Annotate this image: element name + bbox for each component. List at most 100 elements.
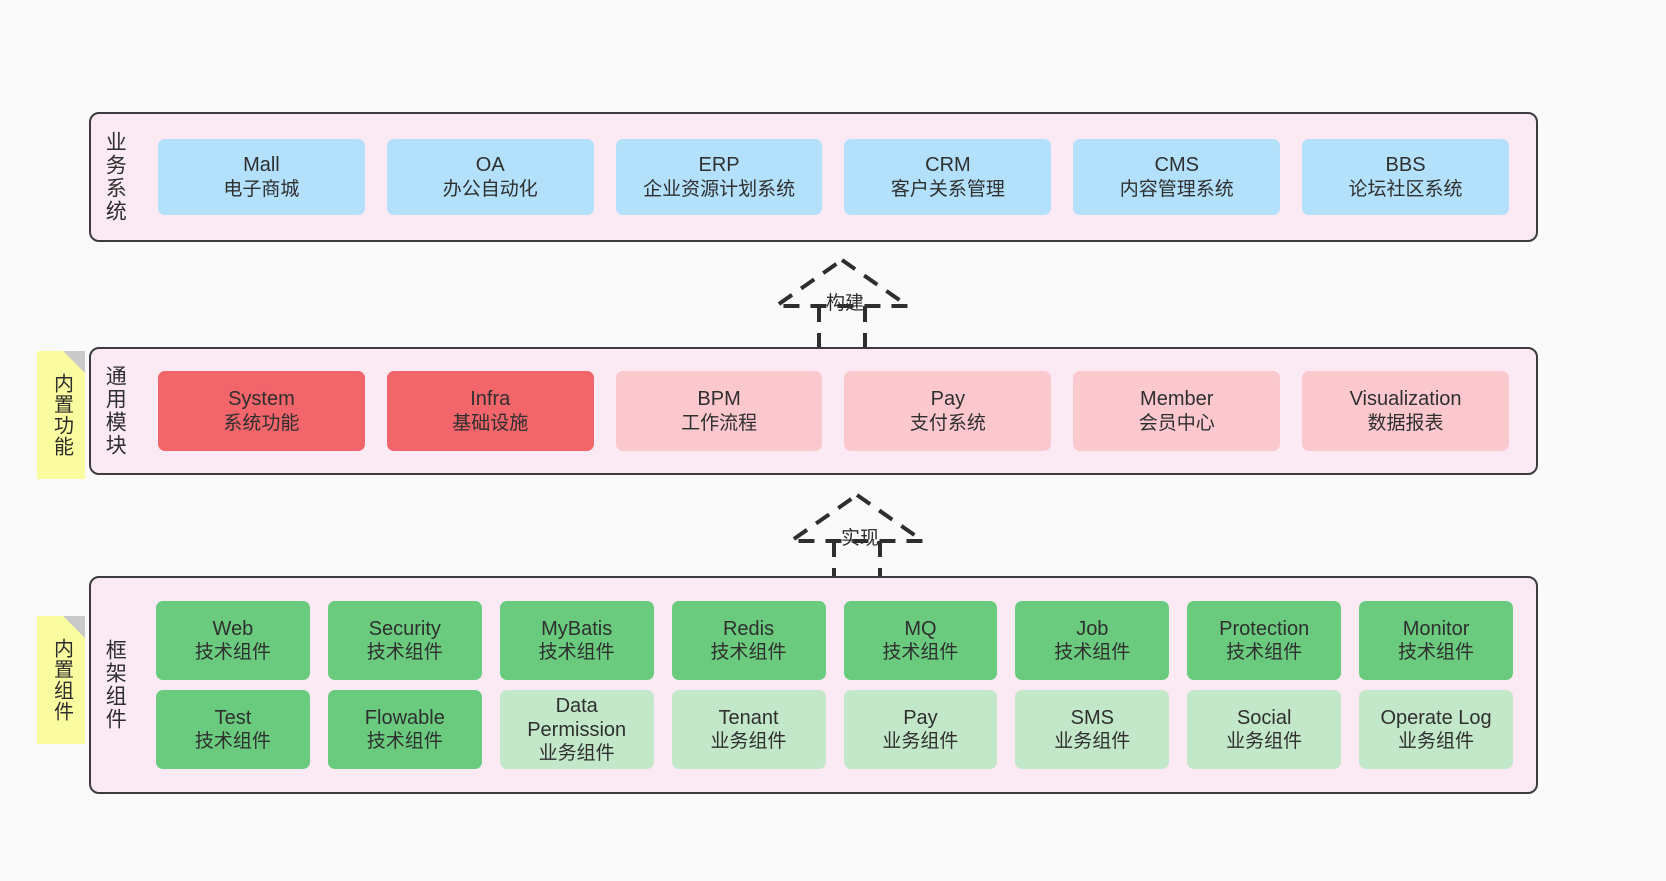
node-title: Redis [722, 617, 775, 640]
node-security[interactable]: Security 技术组件 [327, 601, 482, 680]
node-subtitle: 业务组件 [1054, 731, 1131, 753]
node-title: ERP [698, 154, 740, 177]
node-title: Member [1140, 388, 1214, 411]
layer-framework-component: 框架组件 Web 技术组件 Security 技术组件 MyBatis 技术组件… [89, 576, 1538, 794]
node-subtitle: 数据报表 [1367, 412, 1444, 434]
node-operate-log[interactable]: Operate Log 业务组件 [1359, 690, 1513, 769]
node-title: Operate Log [1380, 706, 1492, 729]
node-oa[interactable]: OA 办公自动化 [386, 139, 594, 215]
node-subtitle: 内容管理系统 [1119, 178, 1234, 200]
node-subtitle: 系统功能 [223, 412, 300, 434]
node-title: MyBatis [541, 617, 613, 640]
node-subtitle: 技术组件 [710, 642, 787, 664]
node-social[interactable]: Social 业务组件 [1187, 690, 1342, 769]
node-subtitle: 企业资源计划系统 [643, 178, 796, 200]
node-web[interactable]: Web 技术组件 [156, 601, 310, 680]
node-crm[interactable]: CRM 客户关系管理 [844, 139, 1052, 215]
node-subtitle: 论坛社区系统 [1348, 178, 1463, 200]
node-title: CMS [1154, 154, 1199, 177]
node-subtitle: 工作流程 [681, 412, 758, 434]
node-redis[interactable]: Redis 技术组件 [671, 601, 826, 680]
node-subtitle: 业务组件 [710, 731, 787, 753]
node-title: Infra [470, 388, 511, 411]
connector-build: 构建 [757, 252, 927, 352]
node-subtitle: 电子商城 [223, 178, 300, 200]
node-subtitle: 技术组件 [366, 731, 443, 753]
node-tenant[interactable]: Tenant 业务组件 [671, 690, 826, 769]
node-subtitle: 技术组件 [366, 642, 443, 664]
node-title: Data Permission [527, 694, 627, 741]
node-pay-module[interactable]: Pay 支付系统 [844, 371, 1052, 451]
node-title: MQ [904, 617, 937, 640]
node-erp[interactable]: ERP 企业资源计划系统 [615, 139, 823, 215]
node-sms[interactable]: SMS 业务组件 [1015, 690, 1170, 769]
node-mall[interactable]: Mall 电子商城 [158, 139, 365, 215]
framework-tech-row: Web 技术组件 Security 技术组件 MyBatis 技术组件 Redi… [147, 601, 1522, 680]
node-subtitle: 支付系统 [909, 412, 986, 434]
node-title: Protection [1219, 617, 1310, 640]
node-title: OA [475, 154, 505, 177]
business-node-row: Mall 电子商城 OA 办公自动化 ERP 企业资源计划系统 CRM 客户关系… [147, 139, 1520, 215]
node-member[interactable]: Member 会员中心 [1073, 371, 1281, 451]
sticky-note-label: 内置组件 [50, 638, 73, 722]
node-title: Tenant [718, 706, 779, 729]
node-cms[interactable]: CMS 内容管理系统 [1073, 139, 1281, 215]
layer-title-business: 业务系统 [103, 131, 127, 223]
sticky-fold-icon [63, 616, 85, 638]
connector-implement: 实现 [772, 487, 942, 587]
connector-implement-label: 实现 [841, 528, 880, 549]
node-infra[interactable]: Infra 基础设施 [386, 371, 594, 451]
node-subtitle: 会员中心 [1138, 412, 1215, 434]
node-title: Web [212, 617, 254, 640]
node-subtitle: 技术组件 [1226, 642, 1303, 664]
node-subtitle: 办公自动化 [442, 178, 538, 200]
node-subtitle: 客户关系管理 [890, 178, 1005, 200]
node-bbs[interactable]: BBS 论坛社区系统 [1302, 139, 1509, 215]
sticky-note-builtin-component: 内置组件 [37, 616, 85, 744]
node-title: Visualization [1349, 388, 1462, 411]
node-monitor[interactable]: Monitor 技术组件 [1359, 601, 1513, 680]
sticky-fold-icon [63, 351, 85, 373]
node-flowable[interactable]: Flowable 技术组件 [327, 690, 482, 769]
node-title: SMS [1070, 706, 1114, 729]
node-test[interactable]: Test 技术组件 [156, 690, 310, 769]
layer-common-module: 通用模块 System 系统功能 Infra 基础设施 BPM 工作流程 Pay… [89, 347, 1538, 475]
node-protection[interactable]: Protection 技术组件 [1187, 601, 1342, 680]
node-data-permission[interactable]: Data Permission 业务组件 [499, 690, 654, 769]
node-subtitle: 业务组件 [882, 731, 959, 753]
node-title: Security [368, 617, 441, 640]
node-visualization[interactable]: Visualization 数据报表 [1302, 371, 1509, 451]
node-title: Monitor [1402, 617, 1470, 640]
common-node-row: System 系统功能 Infra 基础设施 BPM 工作流程 Pay 支付系统… [147, 371, 1520, 451]
sticky-note-builtin-feature: 内置功能 [37, 351, 85, 479]
node-title: Pay [903, 706, 938, 729]
node-title: BPM [697, 388, 741, 411]
node-job[interactable]: Job 技术组件 [1015, 601, 1170, 680]
node-title: Test [214, 706, 252, 729]
node-title: Mall [243, 154, 280, 177]
framework-business-row: Test 技术组件 Flowable 技术组件 Data Permission … [147, 690, 1522, 769]
connector-build-label: 构建 [826, 293, 865, 314]
node-bpm[interactable]: BPM 工作流程 [615, 371, 823, 451]
node-subtitle: 业务组件 [1226, 731, 1303, 753]
node-title: System [228, 388, 295, 411]
node-pay-component[interactable]: Pay 业务组件 [843, 690, 998, 769]
node-mybatis[interactable]: MyBatis 技术组件 [499, 601, 654, 680]
node-subtitle: 技术组件 [194, 642, 271, 664]
layer-title-common: 通用模块 [103, 365, 127, 457]
node-system[interactable]: System 系统功能 [158, 371, 365, 451]
layer-title-framework: 框架组件 [103, 639, 127, 731]
node-mq[interactable]: MQ 技术组件 [843, 601, 998, 680]
node-subtitle: 基础设施 [452, 412, 529, 434]
node-title: BBS [1385, 154, 1426, 177]
node-subtitle: 技术组件 [1054, 642, 1131, 664]
node-subtitle: 技术组件 [882, 642, 959, 664]
node-title: Pay [930, 388, 966, 411]
node-subtitle: 技术组件 [538, 642, 615, 664]
node-subtitle: 业务组件 [1398, 731, 1475, 753]
node-title: Job [1076, 617, 1109, 640]
node-title: Flowable [364, 706, 445, 729]
node-title: Social [1236, 706, 1292, 729]
node-title: CRM [925, 154, 971, 177]
